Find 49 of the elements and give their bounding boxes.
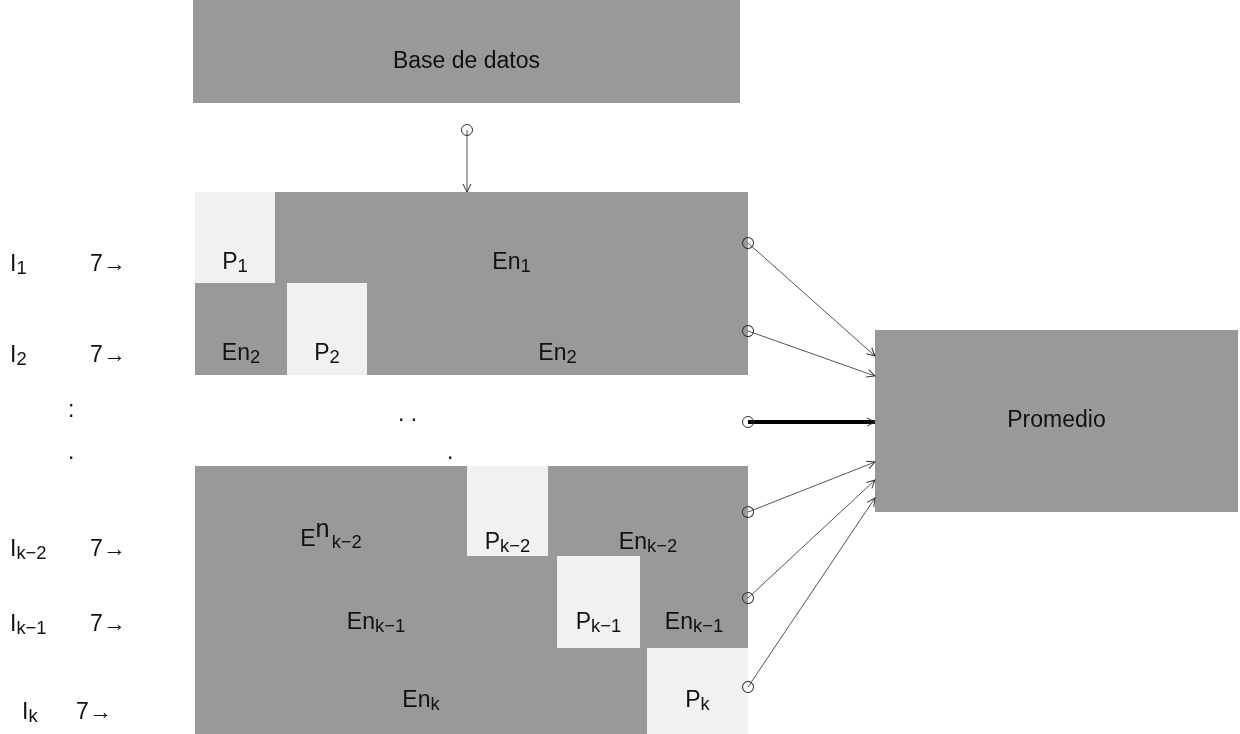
test-fold-block (467, 466, 548, 556)
training-fold-block (195, 466, 467, 556)
mapping-arrow-label: 7→ (90, 612, 126, 635)
iteration-label: I$_{1}$ (10, 252, 27, 278)
test-fold-block (647, 648, 748, 734)
block-label: En$_{k−1}$ (663, 610, 725, 636)
block-label: P$_{1}$ (221, 250, 249, 276)
block-label: Promedio (1006, 408, 1107, 431)
mapping-arrow-label: 7→ (90, 343, 126, 366)
training-fold-block (548, 466, 748, 556)
arrow (461, 124, 473, 193)
training-fold-block (195, 648, 647, 734)
ellipsis-dots: . (68, 440, 75, 463)
arrow (742, 479, 876, 604)
mapping-arrow-label: 7→ (90, 252, 126, 275)
block-label: P$_{2}$ (313, 341, 341, 367)
iteration-label: I$_{k−2}$ (10, 537, 47, 563)
arrow (742, 416, 876, 428)
block-label: En$_{k−1}$ (345, 610, 407, 636)
block-label: En$_{2}$ (537, 341, 578, 367)
training-fold-block (640, 556, 748, 648)
block-label: En$_{k−2}$ (617, 530, 679, 556)
iteration-label: I$_{2}$ (10, 343, 27, 369)
test-fold-block (287, 283, 367, 375)
training-fold-block (367, 283, 748, 375)
block-label: P$_{k−2}$ (483, 530, 532, 556)
iteration-label: I$_{k−1}$ (10, 612, 47, 638)
training-fold-block (275, 192, 748, 283)
block-label: P$_{k}$ (684, 688, 711, 714)
arrow (742, 460, 876, 518)
block-label: Base de datos (391, 49, 542, 72)
ellipsis-dots: . . (398, 402, 418, 425)
ellipsis-dots: : (68, 398, 75, 421)
database-box (193, 0, 740, 103)
iteration-label: I$_{k}$ (22, 700, 38, 726)
training-fold-block (195, 283, 287, 375)
average-box (875, 330, 1238, 512)
block-label: En$_{1}$ (491, 250, 532, 276)
block-label: En$_{2}$ (220, 341, 262, 367)
block-label: P$_{k−1}$ (574, 610, 623, 636)
arrow (742, 237, 876, 357)
ellipsis-dots: . (447, 440, 454, 463)
mapping-arrow-label: 7→ (90, 537, 126, 560)
block-label: En$_{k}$ (401, 688, 441, 714)
test-fold-block (195, 192, 275, 283)
test-fold-block (557, 556, 640, 648)
mapping-arrow-label: 7→ (76, 700, 112, 723)
arrow (742, 497, 876, 693)
arrow (742, 325, 876, 378)
